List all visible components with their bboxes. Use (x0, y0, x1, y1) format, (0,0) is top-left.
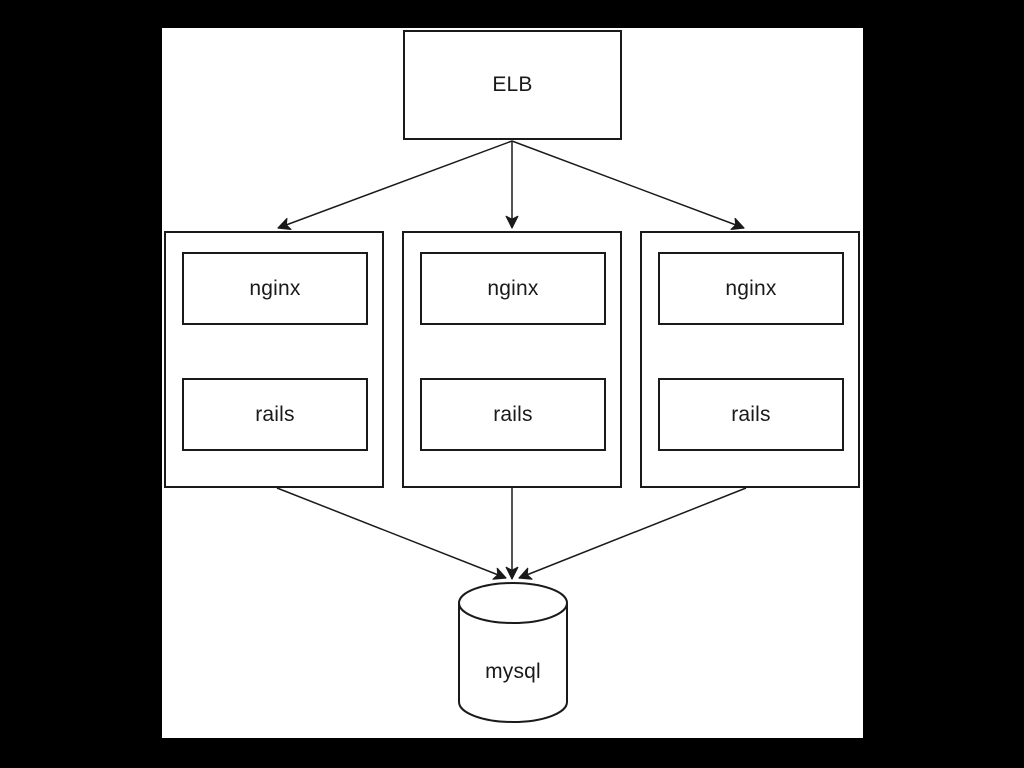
node-rails-1: rails (182, 378, 368, 451)
database-cylinder-icon (458, 582, 568, 723)
edge-elb-to-group-1 (277, 140, 513, 230)
node-rails-1-label: rails (255, 402, 295, 426)
node-mysql-label: mysql (485, 660, 541, 683)
node-mysql: mysql (458, 582, 568, 723)
node-elb: ELB (403, 30, 622, 140)
node-server-group-3: nginx rails (640, 231, 860, 488)
node-nginx-1-label: nginx (249, 276, 301, 300)
node-nginx-1: nginx (182, 252, 368, 325)
node-elb-label: ELB (492, 73, 533, 96)
node-nginx-2: nginx (420, 252, 606, 325)
edge-group-3-to-mysql (518, 487, 747, 580)
node-nginx-2-label: nginx (487, 276, 539, 300)
node-nginx-3: nginx (658, 252, 844, 325)
node-rails-3: rails (658, 378, 844, 451)
node-nginx-3-label: nginx (725, 276, 777, 300)
node-server-group-2: nginx rails (402, 231, 622, 488)
diagram-canvas: ELB nginx rails nginx rails nginx rails (162, 28, 863, 738)
node-rails-2: rails (420, 378, 606, 451)
node-server-group-1: nginx rails (164, 231, 384, 488)
node-rails-3-label: rails (731, 402, 771, 426)
edge-group-1-to-mysql (276, 487, 507, 580)
edge-elb-to-group-3 (511, 140, 745, 230)
node-rails-2-label: rails (493, 402, 533, 426)
